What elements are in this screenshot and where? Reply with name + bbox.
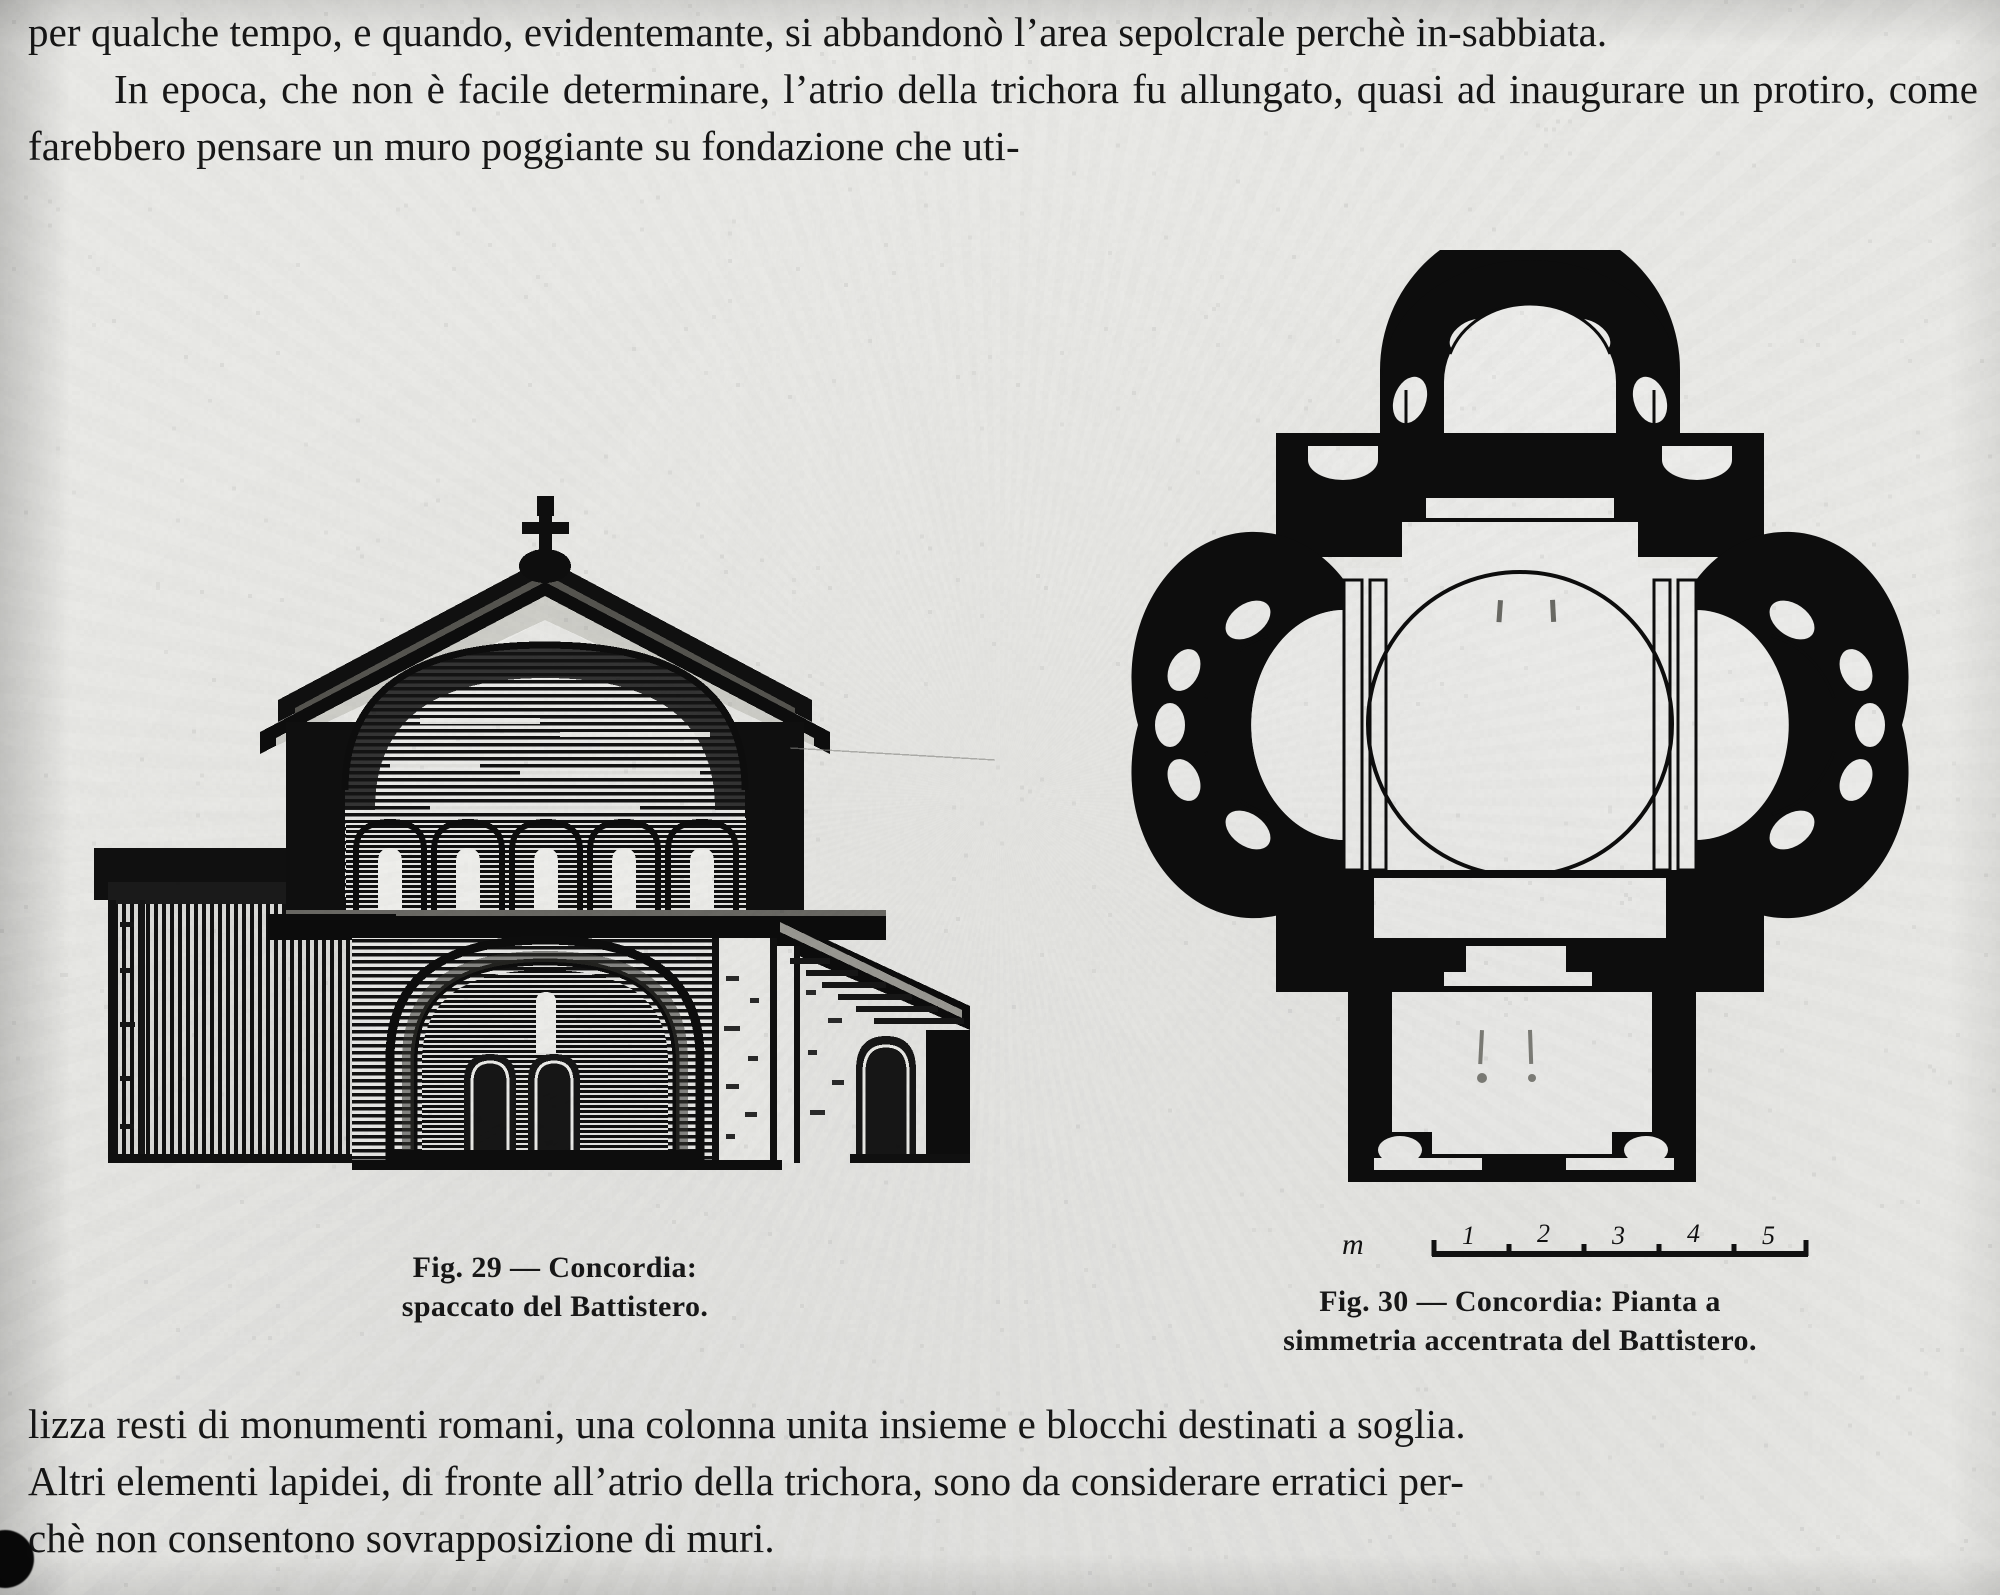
north-apse [1380,250,1680,440]
scale-tick-3: 3 [1611,1221,1625,1250]
central-bay [1344,568,1696,880]
cross-finial-icon [519,496,571,583]
west-apse [1131,532,1344,918]
scale-bar: m 1 2 3 4 5 [1080,1206,1960,1276]
paragraph-top-2: In epoca, che non è facile determinare, … [28,61,1978,175]
figure-29-caption: Fig. 29 — Concordia: spaccato del Battis… [90,1248,1020,1326]
paragraph-bottom-line-3: chè non consentono sovrapposizione di mu… [28,1510,1978,1567]
body-text-bottom: lizza resti di monumenti romani, una col… [28,1396,1978,1567]
figure-29-drawing [90,470,1020,1230]
clerestory-arcade [346,818,746,918]
figure-30-caption: Fig. 30 — Concordia: Pianta a simmetria … [1080,1282,1960,1360]
scale-tick-5: 5 [1762,1221,1775,1250]
figure-29: Fig. 29 — Concordia: spaccato del Battis… [90,470,1020,1326]
figure-30: m 1 2 3 4 5 Fig. 30 — Concordia: Pianta … [1080,250,1960,1360]
figure-30-caption-line-1: Fig. 30 — Concordia: Pianta a [1080,1282,1960,1321]
ground-line [352,1160,782,1170]
figure-29-caption-line-2: spaccato del Battistero. [90,1287,1020,1326]
scale-unit-label: m [1342,1228,1364,1261]
figure-29-caption-line-1: Fig. 29 — Concordia: [90,1248,1020,1287]
scale-tick-2: 2 [1537,1219,1550,1248]
scale-tick-4: 4 [1687,1219,1700,1248]
east-apse [1696,532,1909,918]
paragraph-bottom-line-1: lizza resti di monumenti romani, una col… [28,1396,1978,1453]
figure-30-drawing [1080,250,1960,1210]
paragraph-top-1: per qualche tempo, e quando, evidenteman… [28,4,1978,61]
south-vestibule [1348,986,1696,1182]
figure-30-caption-line-2: simmetria accentrata del Battistero. [1080,1321,1960,1360]
north-block [1276,433,1764,576]
body-text-top: per qualche tempo, e quando, evidenteman… [28,4,1978,175]
scale-tick-1: 1 [1462,1221,1475,1250]
south-block [1276,870,1764,992]
paragraph-bottom-line-2: Altri elementi lapidei, di fronte all’at… [28,1453,1978,1510]
